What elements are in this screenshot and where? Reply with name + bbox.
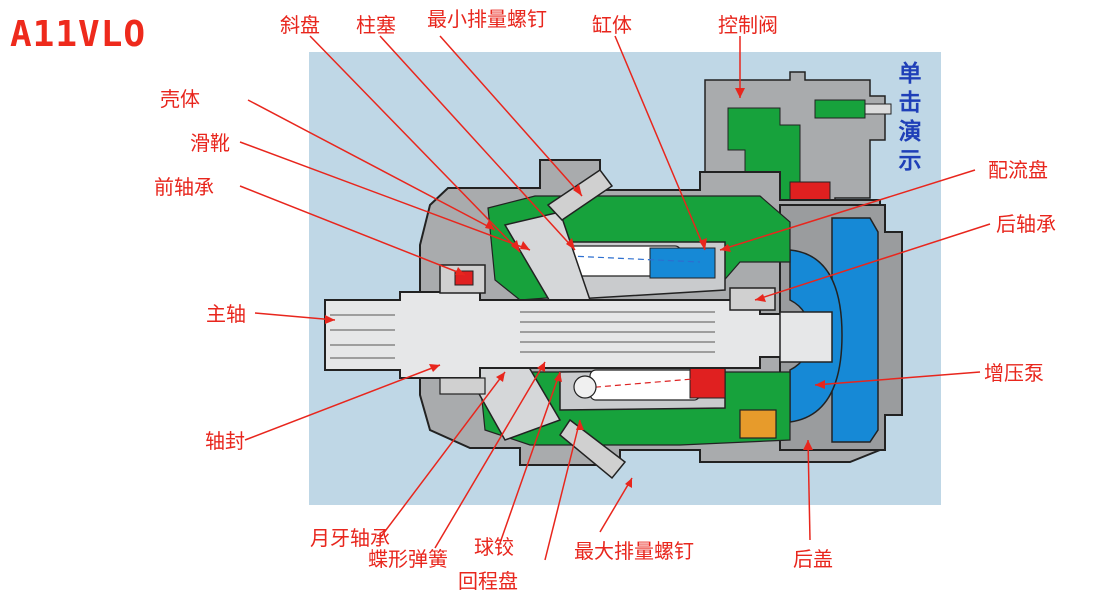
label-belleville-spring: 蝶形弹簧 bbox=[368, 547, 448, 571]
label-rear-cover: 后盖 bbox=[793, 547, 833, 571]
label-charge-pump: 增压泵 bbox=[984, 361, 1044, 385]
control-valve-spool bbox=[814, 99, 866, 119]
label-drive-shaft: 主轴 bbox=[206, 302, 246, 326]
control-valve-plug bbox=[864, 103, 892, 115]
charge-pump-outer bbox=[831, 217, 879, 443]
lower-piston-chamber bbox=[689, 367, 726, 399]
rear-valve-spool bbox=[739, 409, 777, 439]
demo-button[interactable]: 单 击 演 示 bbox=[896, 60, 924, 176]
demo-char-3: 演 bbox=[898, 119, 922, 145]
label-front-bearing: 前轴承 bbox=[154, 175, 214, 199]
label-rear-bearing: 后轴承 bbox=[996, 212, 1056, 236]
callout-lines bbox=[239, 35, 991, 561]
model-title: A11VLO bbox=[10, 14, 147, 55]
label-retaining-plate: 回程盘 bbox=[458, 569, 518, 593]
label-control-valve: 控制阀 bbox=[718, 13, 778, 37]
label-max-displacement-screw: 最大排量螺钉 bbox=[574, 539, 694, 563]
demo-char-1: 单 bbox=[898, 61, 922, 87]
front-bearing-lower bbox=[439, 377, 486, 395]
label-cylinder-block: 缸体 bbox=[592, 13, 632, 37]
label-ball-joint: 球铰 bbox=[474, 535, 514, 559]
lower-ball-joint bbox=[573, 375, 597, 399]
callout-arrows bbox=[325, 88, 825, 488]
upper-piston-chamber bbox=[649, 247, 716, 279]
label-cradle-bearing: 月牙轴承 bbox=[310, 526, 390, 550]
lower-piston-axis bbox=[584, 377, 706, 389]
label-piston: 柱塞 bbox=[356, 13, 396, 37]
demo-char-4: 示 bbox=[898, 148, 922, 174]
label-housing: 壳体 bbox=[160, 87, 200, 111]
label-valve-plate: 配流盘 bbox=[988, 158, 1048, 182]
rear-shaft-stub bbox=[779, 311, 833, 363]
drive-shaft bbox=[324, 291, 801, 379]
min-displacement-screw bbox=[546, 168, 614, 221]
lower-piston bbox=[589, 369, 701, 401]
label-swash-plate: 斜盘 bbox=[280, 13, 320, 37]
demo-char-2: 击 bbox=[898, 90, 922, 116]
label-shaft-seal: 轴封 bbox=[205, 429, 245, 453]
label-slipper: 滑靴 bbox=[190, 131, 230, 155]
rear-bearing-block bbox=[729, 287, 776, 311]
label-min-displacement-screw: 最小排量螺钉 bbox=[427, 7, 547, 31]
